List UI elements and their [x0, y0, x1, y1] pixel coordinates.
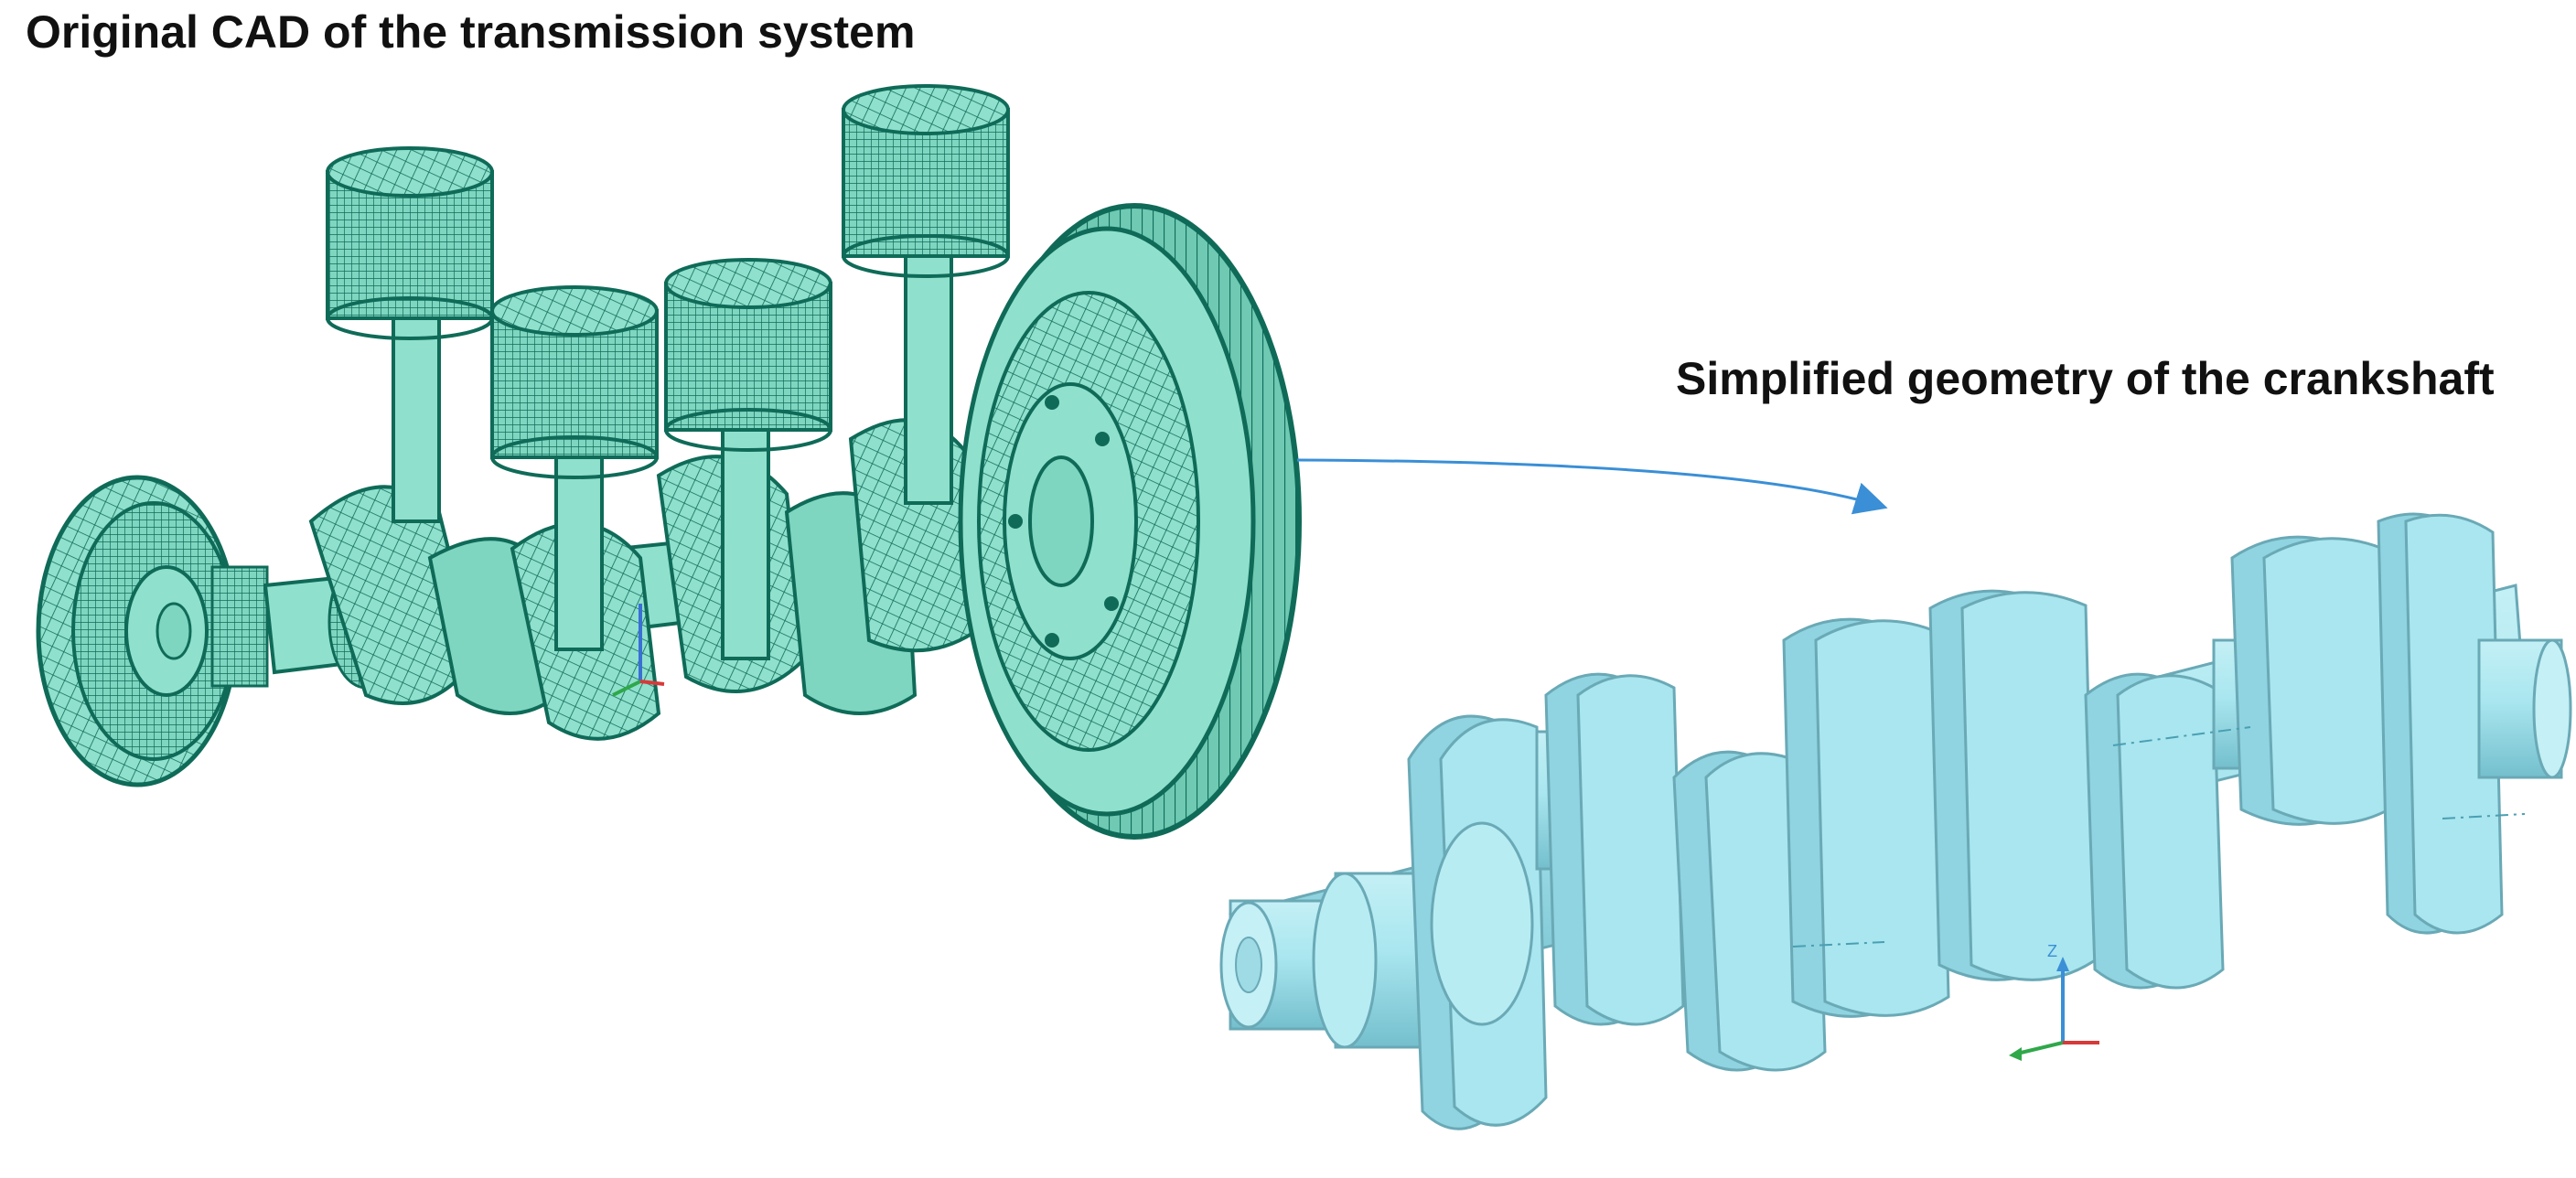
axis-triad: Z [2009, 942, 2099, 1061]
original-cad-assembly [36, 84, 1302, 840]
crankshaft-web-6 [2084, 672, 2225, 990]
piston-3-icon [664, 258, 832, 660]
crankshaft-rear-end-icon [2477, 638, 2572, 779]
piston-2-icon [490, 285, 659, 651]
crankshaft-web-8 [2377, 512, 2504, 935]
piston-4-icon [842, 84, 1010, 505]
original-cad-title: Original CAD of the transmission system [26, 6, 916, 58]
cad-axis-triad-icon [612, 604, 665, 697]
crankshaft-web-7 [2230, 535, 2399, 826]
crankshaft-web-1 [1407, 714, 1548, 1130]
crankshaft-counterweight-1 [1782, 617, 1950, 1018]
transition-arrow [1296, 458, 1888, 515]
axis-z-label: Z [2047, 942, 2057, 960]
simplified-crankshaft-model: Z [1219, 512, 2572, 1130]
crankshaft-counterweight-2 [1928, 589, 2097, 981]
piston-1-icon [326, 146, 494, 523]
crankshaft-front-end-icon [1219, 872, 1438, 1049]
simplified-geometry-title: Simplified geometry of the crankshaft [1676, 353, 2495, 404]
pulley-icon [36, 475, 269, 787]
crankshaft-web-2 [1544, 672, 1685, 1026]
flywheel-icon [958, 203, 1302, 840]
